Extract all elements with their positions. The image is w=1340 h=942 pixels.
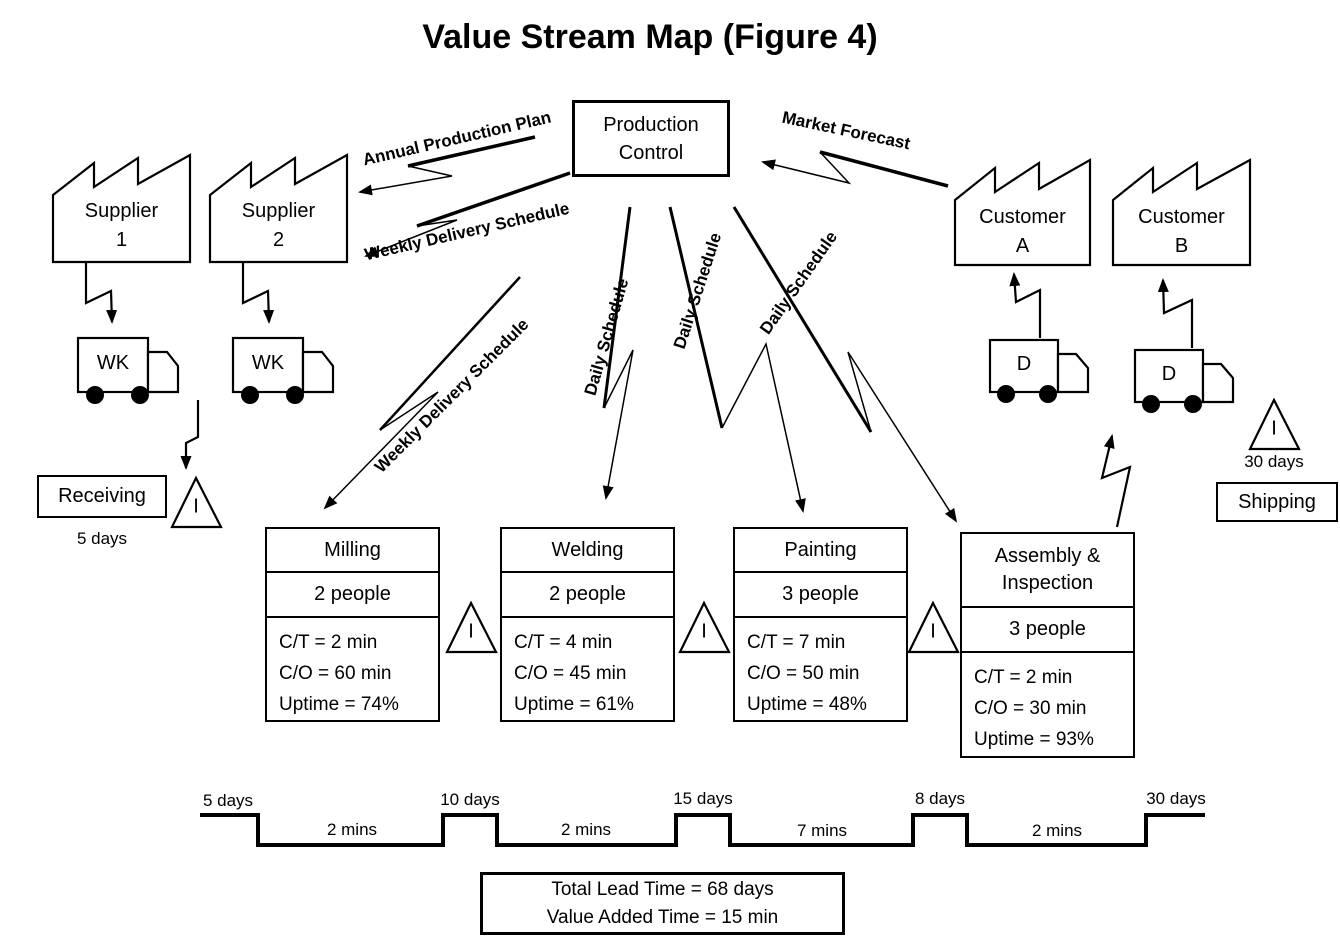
- stat-cycle-time: C/T = 4 min: [514, 632, 613, 653]
- page-title: Value Stream Map (Figure 4): [422, 18, 878, 56]
- stat-cycle-time: C/T = 2 min: [279, 632, 378, 653]
- inventory-symbol-3: I: [930, 620, 936, 643]
- supplier-1-label: Supplier 1: [84, 200, 159, 251]
- timeline-process-time-3: 7 mins: [796, 821, 848, 840]
- process-box-milling: Milling 2 people C/T = 2 min C/O = 60 mi…: [265, 527, 440, 722]
- supplier-2-label: Supplier 2: [241, 200, 316, 251]
- receiving-inventory-triangle: [170, 475, 223, 529]
- receiving-label: Receiving: [58, 485, 146, 507]
- customer-b-truck-label: D: [1161, 363, 1177, 385]
- receiving-inventory-symbol: I: [193, 495, 199, 518]
- info-flow-arrow-daily-schedule-painting: [668, 206, 806, 513]
- process-people: 2 people: [502, 573, 673, 618]
- stat-uptime: Uptime = 61%: [514, 694, 634, 715]
- stat-uptime: Uptime = 93%: [974, 729, 1094, 750]
- timeline-process-time-2: 2 mins: [560, 820, 612, 839]
- process-people: 3 people: [962, 608, 1133, 653]
- truck-to-receiving-arrow: [180, 400, 200, 470]
- customer-b-label: Customer B: [1138, 206, 1225, 257]
- shipping-box: Shipping: [1216, 482, 1338, 522]
- production-control-box: Production Control: [572, 100, 730, 177]
- stat-changeover: C/O = 45 min: [514, 663, 627, 684]
- stat-cycle-time: C/T = 7 min: [747, 632, 846, 653]
- supplier-2-factory-icon: [208, 153, 349, 264]
- process-people: 2 people: [267, 573, 438, 618]
- info-flow-arrow-weekly-delivery-schedule-to-milling: [323, 276, 521, 510]
- timeline-lead-time-2: 10 days: [440, 790, 500, 809]
- process-title: Assembly & Inspection: [962, 534, 1133, 608]
- truck-to-customer-b-arrow: [1157, 278, 1194, 348]
- process-stats: C/T = 2 min C/O = 60 min Uptime = 74%: [267, 618, 438, 720]
- stat-changeover: C/O = 30 min: [974, 698, 1087, 719]
- supplier-1-truck-icon: [76, 336, 180, 404]
- process-stats: C/T = 2 min C/O = 30 min Uptime = 93%: [962, 653, 1133, 756]
- supplier-2-truck-icon: [231, 336, 335, 404]
- timeline-process-time-1: 2 mins: [326, 820, 378, 839]
- receiving-wait-label: 5 days: [76, 529, 128, 548]
- process-people: 3 people: [735, 573, 906, 618]
- production-control-label: Production Control: [603, 113, 699, 164]
- receiving-box: Receiving: [37, 475, 167, 518]
- summary-box: Total Lead Time = 68 days Value Added Ti…: [480, 872, 845, 935]
- info-flow-arrow-daily-schedule-assembly: [732, 206, 958, 523]
- customer-a-truck-label: D: [1016, 353, 1032, 375]
- customer-a-label: Customer A: [979, 206, 1066, 257]
- process-stats: C/T = 4 min C/O = 45 min Uptime = 61%: [502, 618, 673, 720]
- timeline-process-time-4: 2 mins: [1031, 821, 1083, 840]
- info-flow-arrow-market-forecast: [761, 150, 949, 188]
- process-box-painting: Painting 3 people C/T = 7 min C/O = 50 m…: [733, 527, 908, 722]
- inventory-symbol-2: I: [701, 620, 707, 643]
- stat-changeover: C/O = 60 min: [279, 663, 392, 684]
- inventory-symbol-1: I: [468, 620, 474, 643]
- customer-a-truck-icon: [988, 338, 1090, 403]
- process-box-assembly-inspection: Assembly & Inspection 3 people C/T = 2 m…: [960, 532, 1135, 758]
- stat-changeover: C/O = 50 min: [747, 663, 860, 684]
- shipping-wait-label: 30 days: [1244, 452, 1304, 471]
- shipping-inventory-symbol: I: [1271, 417, 1277, 440]
- inventory-triangle-welding-painting: [678, 600, 731, 654]
- process-title: Milling: [267, 529, 438, 573]
- customer-b-truck-icon: [1133, 348, 1235, 413]
- shipping-label: Shipping: [1238, 490, 1316, 513]
- supplier-1-to-truck-arrow: [84, 262, 118, 324]
- process-box-welding: Welding 2 people C/T = 4 min C/O = 45 mi…: [500, 527, 675, 722]
- customer-b-factory-icon: [1111, 158, 1252, 267]
- stat-uptime: Uptime = 48%: [747, 694, 867, 715]
- shipping-inventory-triangle: [1248, 397, 1301, 451]
- stat-cycle-time: C/T = 2 min: [974, 667, 1073, 688]
- inventory-triangle-painting-assembly: [907, 600, 960, 654]
- process-title: Welding: [502, 529, 673, 573]
- supplier-1-truck-label: WK: [96, 352, 130, 374]
- timeline-ladder: [200, 813, 1205, 847]
- inventory-triangle-milling-welding: [445, 600, 498, 654]
- supplier-2-truck-label: WK: [251, 352, 285, 374]
- supplier-2-to-truck-arrow: [241, 262, 275, 324]
- process-stats: C/T = 7 min C/O = 50 min Uptime = 48%: [735, 618, 906, 720]
- assembly-to-truck-arrow: [1100, 434, 1132, 528]
- info-flow-arrow-weekly-delivery-schedule-top: [364, 171, 571, 257]
- timeline-lead-time-4: 8 days: [914, 789, 966, 808]
- info-flow-arrow-daily-schedule-welding: [602, 206, 634, 500]
- customer-a-factory-icon: [953, 158, 1092, 267]
- truck-to-customer-a-arrow: [1009, 272, 1042, 338]
- supplier-1-factory-icon: [51, 153, 192, 264]
- process-title: Painting: [735, 529, 906, 573]
- total-lead-time: Total Lead Time = 68 days: [551, 878, 774, 900]
- timeline-lead-time-3: 15 days: [673, 789, 733, 808]
- timeline-lead-time-5: 30 days: [1146, 789, 1206, 808]
- stat-uptime: Uptime = 74%: [279, 694, 399, 715]
- info-flow-arrow-annual-production-plan: [358, 135, 536, 196]
- value-added-time: Value Added Time = 15 min: [546, 906, 779, 928]
- timeline-lead-time-1: 5 days: [202, 791, 254, 810]
